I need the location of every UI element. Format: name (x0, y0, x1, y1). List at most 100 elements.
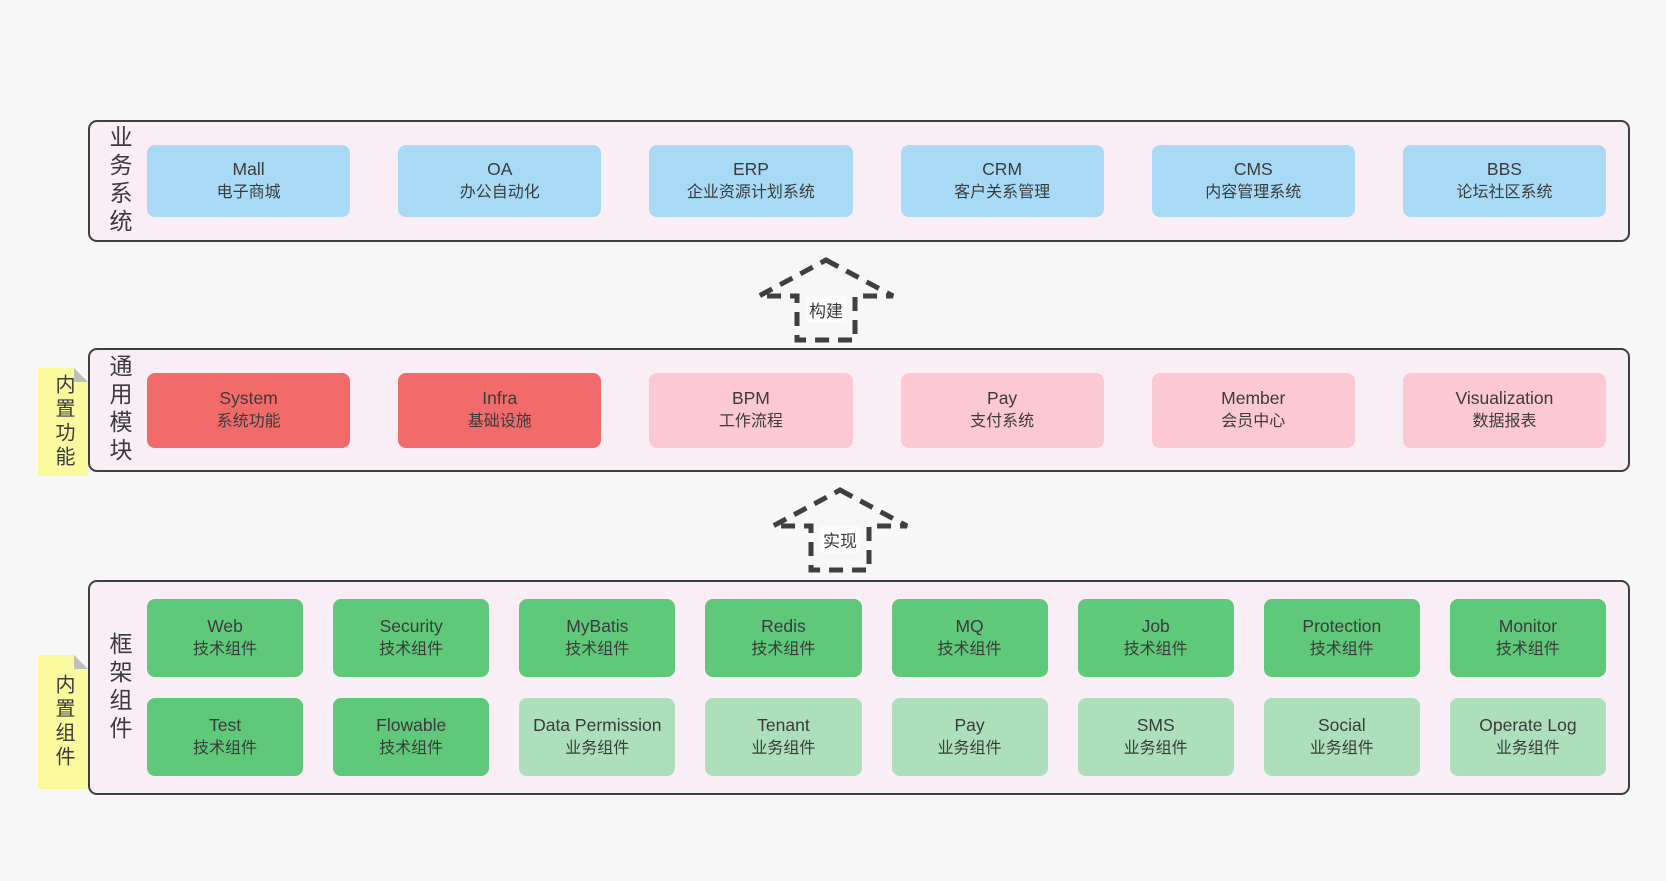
sticky-note-built-in-functions: 内置功能 (38, 368, 88, 476)
box-name: Job (1141, 616, 1170, 637)
box-erp: ERP 企业资源计划系统 (649, 145, 853, 217)
box-name: BPM (731, 388, 770, 409)
box-desc: 业务组件 (1309, 740, 1374, 758)
layer-panel-common-modules: 通用模块 System 系统功能 Infra 基础设施 BPM 工作流程 Pay… (88, 348, 1630, 472)
box-name: Test (209, 715, 242, 736)
build-arrow: 构建 (756, 257, 896, 343)
layer-label-business-systems: 业务系统 (106, 125, 132, 237)
box-oa: OA 办公自动化 (398, 145, 602, 217)
box-name: Data Permission (533, 715, 662, 736)
box-tenant: Tenant 业务组件 (705, 698, 862, 776)
box-desc: 客户关系管理 (954, 184, 1051, 202)
box-security: Security 技术组件 (333, 599, 490, 677)
box-desc: 支付系统 (970, 413, 1035, 431)
layer-label-cell: 业务系统 (90, 122, 147, 240)
build-arrow-label: 构建 (806, 296, 846, 323)
box-sms: SMS 业务组件 (1077, 698, 1234, 776)
layer-label-common-modules: 通用模块 (106, 354, 132, 466)
box-desc: 业务组件 (937, 740, 1002, 758)
box-name: ERP (732, 159, 769, 180)
box-name: SMS (1136, 715, 1175, 736)
layer-panel-framework-components: 框架组件 Web 技术组件 Security 技术组件 MyBatis 技术组件… (88, 580, 1630, 795)
up-arrow-icon (757, 257, 895, 343)
box-desc: 业务组件 (1123, 740, 1188, 758)
box-name: CMS (1233, 159, 1273, 180)
box-crm: CRM 客户关系管理 (900, 145, 1104, 217)
box-name: Infra (482, 388, 518, 409)
box-name: Protection (1302, 616, 1382, 637)
box-name: Monitor (1498, 616, 1558, 637)
box-name: Mall (232, 159, 265, 180)
implement-arrow: 实现 (770, 487, 910, 573)
box-desc: 技术组件 (379, 641, 444, 659)
box-redis: Redis 技术组件 (705, 599, 862, 677)
box-name: System (219, 388, 278, 409)
box-pay-module: Pay 支付系统 (900, 372, 1104, 448)
box-desc: 业务组件 (751, 740, 816, 758)
box-system: System 系统功能 (147, 372, 351, 448)
box-name: OA (487, 159, 513, 180)
box-mall: Mall 电子商城 (147, 145, 351, 217)
box-desc: 论坛社区系统 (1456, 184, 1553, 202)
box-flowable: Flowable 技术组件 (333, 698, 490, 776)
box-name: MyBatis (566, 616, 629, 637)
box-name: Social (1317, 715, 1366, 736)
box-desc: 技术组件 (379, 740, 444, 758)
box-name: Tenant (757, 715, 810, 736)
business-boxes-row: Mall 电子商城 OA 办公自动化 ERP 企业资源计划系统 CRM 客户关系… (147, 122, 1607, 240)
box-desc: 业务组件 (565, 740, 630, 758)
box-desc: 技术组件 (565, 641, 630, 659)
box-name: Web (207, 616, 243, 637)
box-desc: 技术组件 (937, 641, 1002, 659)
box-web: Web 技术组件 (147, 599, 304, 677)
box-bbs: BBS 论坛社区系统 (1402, 145, 1607, 217)
box-operate-log: Operate Log 业务组件 (1449, 698, 1606, 776)
box-name: Pay (954, 715, 985, 736)
box-desc: 技术组件 (193, 740, 258, 758)
box-name: MQ (955, 616, 984, 637)
box-desc: 内容管理系统 (1205, 184, 1302, 202)
box-pay-component: Pay 业务组件 (891, 698, 1048, 776)
box-name: Member (1221, 388, 1286, 409)
sticky-label: 内置功能 (52, 374, 74, 470)
box-desc: 系统功能 (216, 413, 281, 431)
layer-label-cell: 通用模块 (90, 350, 147, 470)
box-desc: 工作流程 (718, 413, 783, 431)
layer-label-cell: 框架组件 (90, 582, 147, 793)
box-desc: 技术组件 (1309, 641, 1374, 659)
box-desc: 基础设施 (467, 413, 532, 431)
modules-boxes-row: System 系统功能 Infra 基础设施 BPM 工作流程 Pay 支付系统… (147, 350, 1607, 470)
box-bpm: BPM 工作流程 (649, 372, 853, 448)
up-arrow-icon (771, 487, 909, 573)
box-desc: 企业资源计划系统 (686, 184, 815, 202)
box-monitor: Monitor 技术组件 (1449, 599, 1606, 677)
box-desc: 会员中心 (1221, 413, 1286, 431)
box-desc: 技术组件 (1495, 641, 1560, 659)
box-desc: 业务组件 (1495, 740, 1560, 758)
box-name: Visualization (1455, 388, 1554, 409)
box-name: Flowable (376, 715, 447, 736)
box-name: BBS (1486, 159, 1522, 180)
box-protection: Protection 技术组件 (1263, 599, 1420, 677)
box-desc: 技术组件 (193, 641, 258, 659)
box-desc: 技术组件 (751, 641, 816, 659)
implement-arrow-label: 实现 (820, 526, 860, 553)
components-row-2: Test 技术组件 Flowable 技术组件 Data Permission … (147, 698, 1606, 776)
box-desc: 办公自动化 (459, 184, 540, 202)
box-desc: 数据报表 (1472, 413, 1537, 431)
box-test: Test 技术组件 (147, 698, 304, 776)
box-mq: MQ 技术组件 (891, 599, 1048, 677)
box-job: Job 技术组件 (1077, 599, 1234, 677)
components-row-1: Web 技术组件 Security 技术组件 MyBatis 技术组件 Redi… (147, 599, 1606, 677)
box-desc: 电子商城 (216, 184, 281, 202)
box-member: Member 会员中心 (1151, 372, 1355, 448)
box-mybatis: MyBatis 技术组件 (519, 599, 676, 677)
box-desc: 技术组件 (1123, 641, 1188, 659)
layer-label-framework-components: 框架组件 (106, 631, 132, 744)
box-name: Security (379, 616, 443, 637)
box-data-permission: Data Permission 业务组件 (519, 698, 676, 776)
box-social: Social 业务组件 (1263, 698, 1420, 776)
layer-panel-business-systems: 业务系统 Mall 电子商城 OA 办公自动化 ERP 企业资源计划系统 CRM… (88, 120, 1630, 242)
box-visualization: Visualization 数据报表 (1402, 372, 1607, 448)
